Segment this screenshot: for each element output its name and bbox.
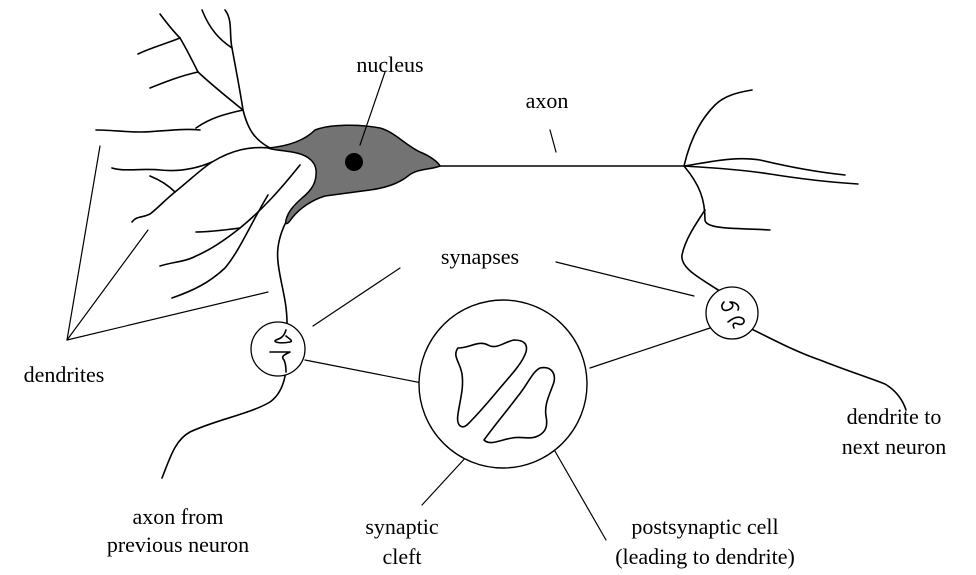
postsynaptic-label-line2: (leading to dendrite)	[615, 544, 795, 569]
synapse-circle-left	[250, 321, 306, 377]
dendrite-to-next-label-line1: dendrite to	[847, 404, 942, 429]
synaptic-cleft-label-line2: cleft	[382, 544, 421, 569]
leader-lines	[66, 71, 714, 541]
synaptic-cleft-label-line1: synaptic	[365, 514, 439, 539]
synapse-circle-large	[418, 299, 588, 469]
incoming-axon	[161, 349, 288, 479]
axon-from-label-line2: previous neuron	[107, 532, 249, 557]
synapse-circle-right	[705, 286, 759, 340]
dendrite-to-next-label-line2: next neuron	[842, 434, 946, 459]
cell-body	[265, 124, 442, 225]
synapses-label: synapses	[441, 244, 519, 269]
axon-terminals	[681, 89, 907, 411]
axon-from-label-line1: axon from	[132, 504, 223, 529]
nucleus-dot	[345, 153, 363, 171]
dendrites-label: dendrites	[24, 362, 105, 387]
nucleus-label: nucleus	[356, 52, 423, 77]
dendrite-branches	[95, 9, 301, 299]
postsynaptic-label-line1: postsynaptic cell	[631, 514, 778, 539]
axon-label: axon	[526, 88, 569, 113]
